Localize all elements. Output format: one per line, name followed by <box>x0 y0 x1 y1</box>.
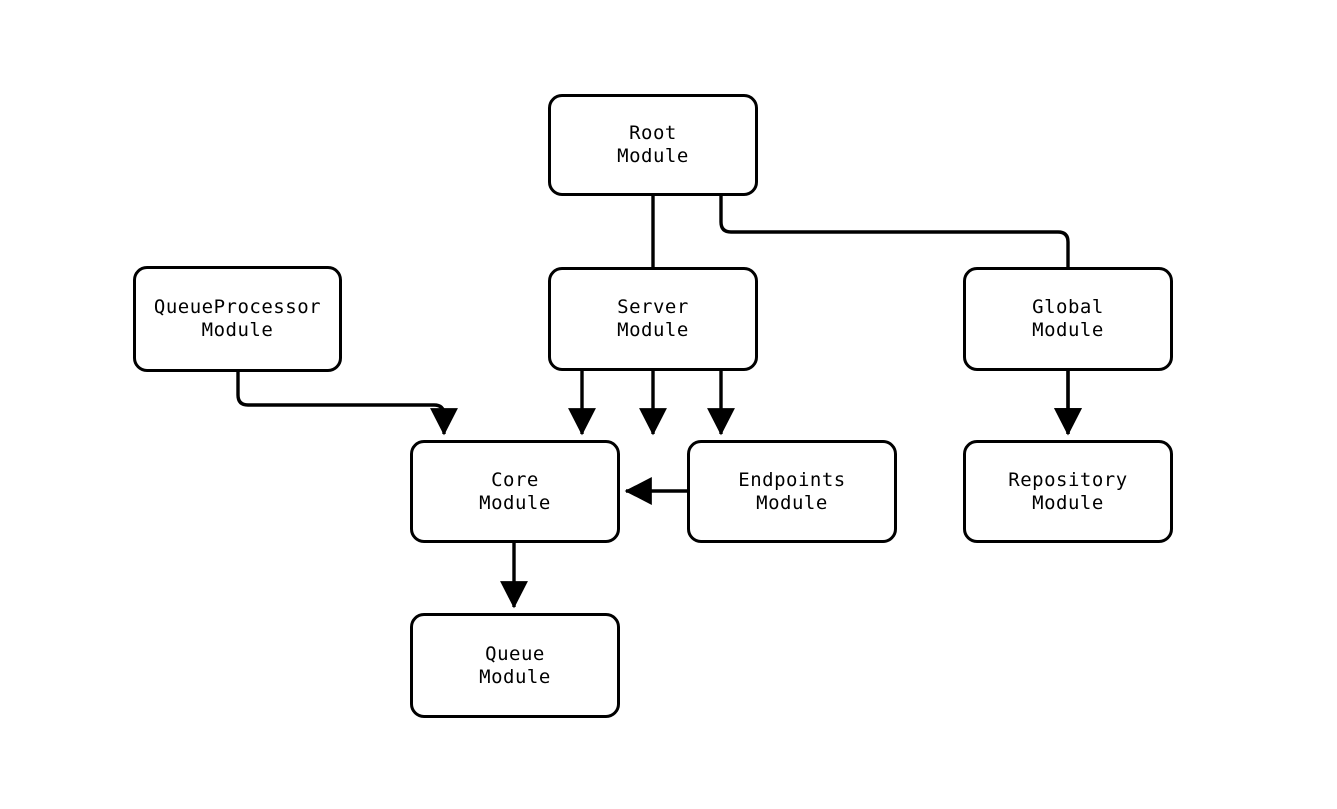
node-endpoints-module[interactable]: Endpoints Module <box>687 440 897 543</box>
node-server-module-line2: Module <box>617 319 689 341</box>
node-queue-module-line2: Module <box>479 665 551 688</box>
node-core-module-line1: Core <box>491 468 539 491</box>
node-global-module[interactable]: Global Module <box>963 267 1173 371</box>
node-queueprocessor-module-line2: Module <box>201 319 274 341</box>
node-endpoints-module-line1: Endpoints <box>738 468 846 491</box>
node-repository-module[interactable]: Repository Module <box>963 440 1173 543</box>
node-queueprocessor-module[interactable]: QueueProcessor Module <box>133 266 342 372</box>
edge-root-to-global <box>719 196 1082 436</box>
node-queueprocessor-module-line1: QueueProcessor <box>153 296 322 318</box>
node-core-module[interactable]: Core Module <box>410 440 620 543</box>
node-root-module[interactable]: Root Module <box>548 94 758 196</box>
node-global-module-line2: Module <box>1032 319 1104 341</box>
node-server-module[interactable]: Server Module <box>548 267 758 371</box>
node-global-module-line1: Global <box>1032 296 1104 318</box>
node-queue-module[interactable]: Queue Module <box>410 613 620 718</box>
node-root-module-line2: Module <box>617 145 689 167</box>
edge-queueprocessor-to-core <box>236 372 458 436</box>
node-core-module-line2: Module <box>479 491 551 514</box>
node-repository-module-line1: Repository <box>1008 468 1128 491</box>
node-root-module-line1: Root <box>629 122 677 144</box>
node-server-module-line1: Server <box>617 296 689 318</box>
node-repository-module-line2: Module <box>1032 491 1104 514</box>
node-endpoints-module-line2: Module <box>756 491 828 514</box>
node-queue-module-line1: Queue <box>485 642 545 665</box>
